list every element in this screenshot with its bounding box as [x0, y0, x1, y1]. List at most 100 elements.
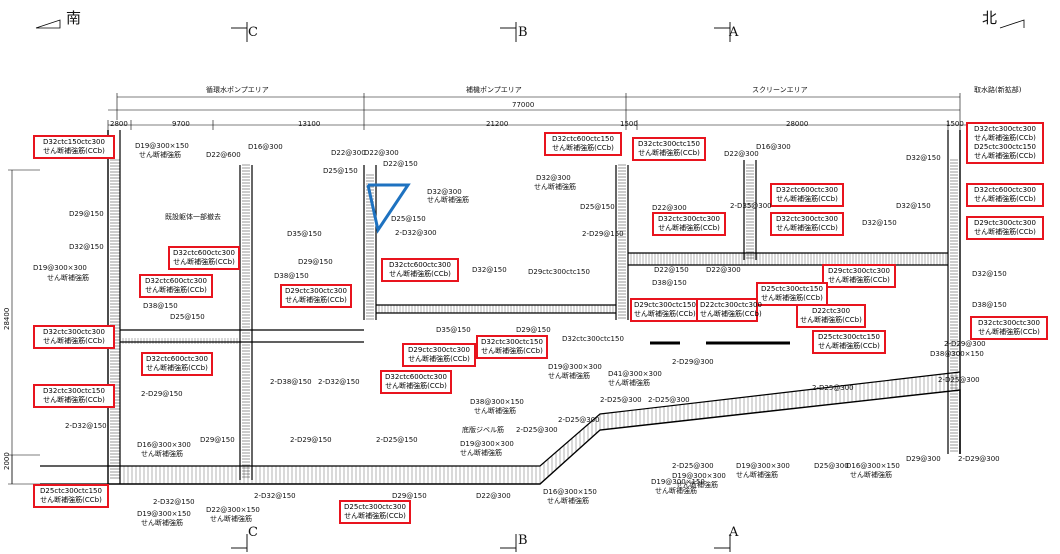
section-a-top: A: [729, 25, 739, 40]
rebar-label: D22@300: [331, 149, 366, 157]
rebar-label: せん断補強筋: [608, 379, 650, 387]
rebar-label: D22@300: [706, 266, 741, 274]
rebar-label: D32@150: [69, 243, 104, 251]
rebar-label: D32@150: [906, 154, 941, 162]
rebar-label: せん断補強筋: [655, 487, 697, 495]
rebar-label: D22@150: [654, 266, 689, 274]
rebar-label: D22@300: [364, 149, 399, 157]
section-c-top: C: [248, 25, 258, 40]
dim-bottom: 2000: [3, 452, 11, 470]
rebar-label: 底版ジベル筋: [462, 426, 504, 434]
rebar-label: D32@150: [972, 270, 1007, 278]
section-b-bottom: B: [518, 533, 528, 548]
rebar-label: D32ctc300ctc150: [562, 335, 624, 343]
rebar-label: D38@300×150: [470, 398, 524, 406]
rebar-label: 2-D38@150: [270, 378, 312, 386]
rebar-label: D29@300: [906, 455, 941, 463]
dim-seg-5: 1500: [620, 120, 638, 128]
rebar-label: 2-D29@150: [290, 436, 332, 444]
rebar-label: D29@150: [69, 210, 104, 218]
rebar-label: D22@300: [476, 492, 511, 500]
rebar-label: D25@150: [170, 313, 205, 321]
rebar-label: D38@150: [274, 272, 309, 280]
rebar-label: D38@150: [652, 279, 687, 287]
dim-seg-4: 21200: [486, 120, 509, 128]
rebar-label: D19@300×150: [135, 142, 189, 150]
drawing-outline: [366, 183, 411, 234]
drawing-outline: [999, 19, 1025, 29]
rebar-label: D22@600: [206, 151, 241, 159]
rebar-label: D32@300: [427, 188, 462, 196]
rebar-label: せん断補強筋: [210, 515, 252, 523]
rebar-label: せん断補強筋: [427, 196, 469, 204]
dim-seg-1: 2800: [110, 120, 128, 128]
rebar-label: せん断補強筋: [139, 151, 181, 159]
section-a-bottom: A: [729, 525, 739, 540]
rebar-label: D19@300×300: [736, 462, 790, 470]
rebar-label: D22@150: [383, 160, 418, 168]
rebar-label: 既設躯体一部撤去: [165, 213, 221, 221]
rebar-label: D32@150: [472, 266, 507, 274]
north-label: 北: [982, 9, 998, 27]
rebar-label: せん断補強筋: [47, 274, 89, 282]
rebar-label: 2-D25@300: [516, 426, 558, 434]
rebar-label: D25@150: [391, 215, 426, 223]
rebar-label: せん断補強筋: [460, 449, 502, 457]
rebar-label: D41@300×300: [608, 370, 662, 378]
rebar-label: 2-D32@150: [254, 492, 296, 500]
rebar-label: D22@300×150: [206, 506, 260, 514]
rebar-label: D19@300×150: [137, 510, 191, 518]
dim-seg-2: 9700: [172, 120, 190, 128]
rebar-label: D38@150: [143, 302, 178, 310]
rebar-label: せん断補強筋: [548, 372, 590, 380]
rebar-label: D29@150: [516, 326, 551, 334]
rebar-label: 2-D29@150: [141, 390, 183, 398]
rebar-label: D29@150: [298, 258, 333, 266]
rebar-label: せん断補強筋: [736, 471, 778, 479]
rebar-label: D19@300×300: [672, 472, 726, 480]
rebar-label: 2-D25@300: [600, 396, 642, 404]
rebar-label: 2-D32@150: [318, 378, 360, 386]
rebar-label: 2-D25@300: [648, 396, 690, 404]
area-screen: スクリーンエリア: [752, 86, 808, 94]
rebar-label: D19@300×300: [33, 264, 87, 272]
rebar-label: D22@300: [724, 150, 759, 158]
rebar-label: 2-D29@150: [582, 230, 624, 238]
rebar-label: D25@150: [323, 167, 358, 175]
section-b-top: B: [518, 25, 528, 40]
rebar-label: 2-D25@300: [558, 416, 600, 424]
rebar-label: 2-D32@150: [153, 498, 195, 506]
rebar-label: 2-D32@300: [395, 229, 437, 237]
rebar-label: D29ctc300ctc150: [528, 268, 590, 276]
rebar-label: せん断補強筋: [141, 450, 183, 458]
rebar-label: D35@150: [287, 230, 322, 238]
rebar-label: D25@300: [814, 462, 849, 470]
area-intake: 取水路(新拡部): [974, 86, 1022, 94]
rebar-label: せん断補強筋: [547, 497, 589, 505]
rebar-label: 2-D25@300: [812, 384, 854, 392]
dim-height: 28400: [3, 307, 11, 330]
rebar-label: 2-D25@300: [938, 376, 980, 384]
rebar-label: せん断補強筋: [534, 183, 576, 191]
